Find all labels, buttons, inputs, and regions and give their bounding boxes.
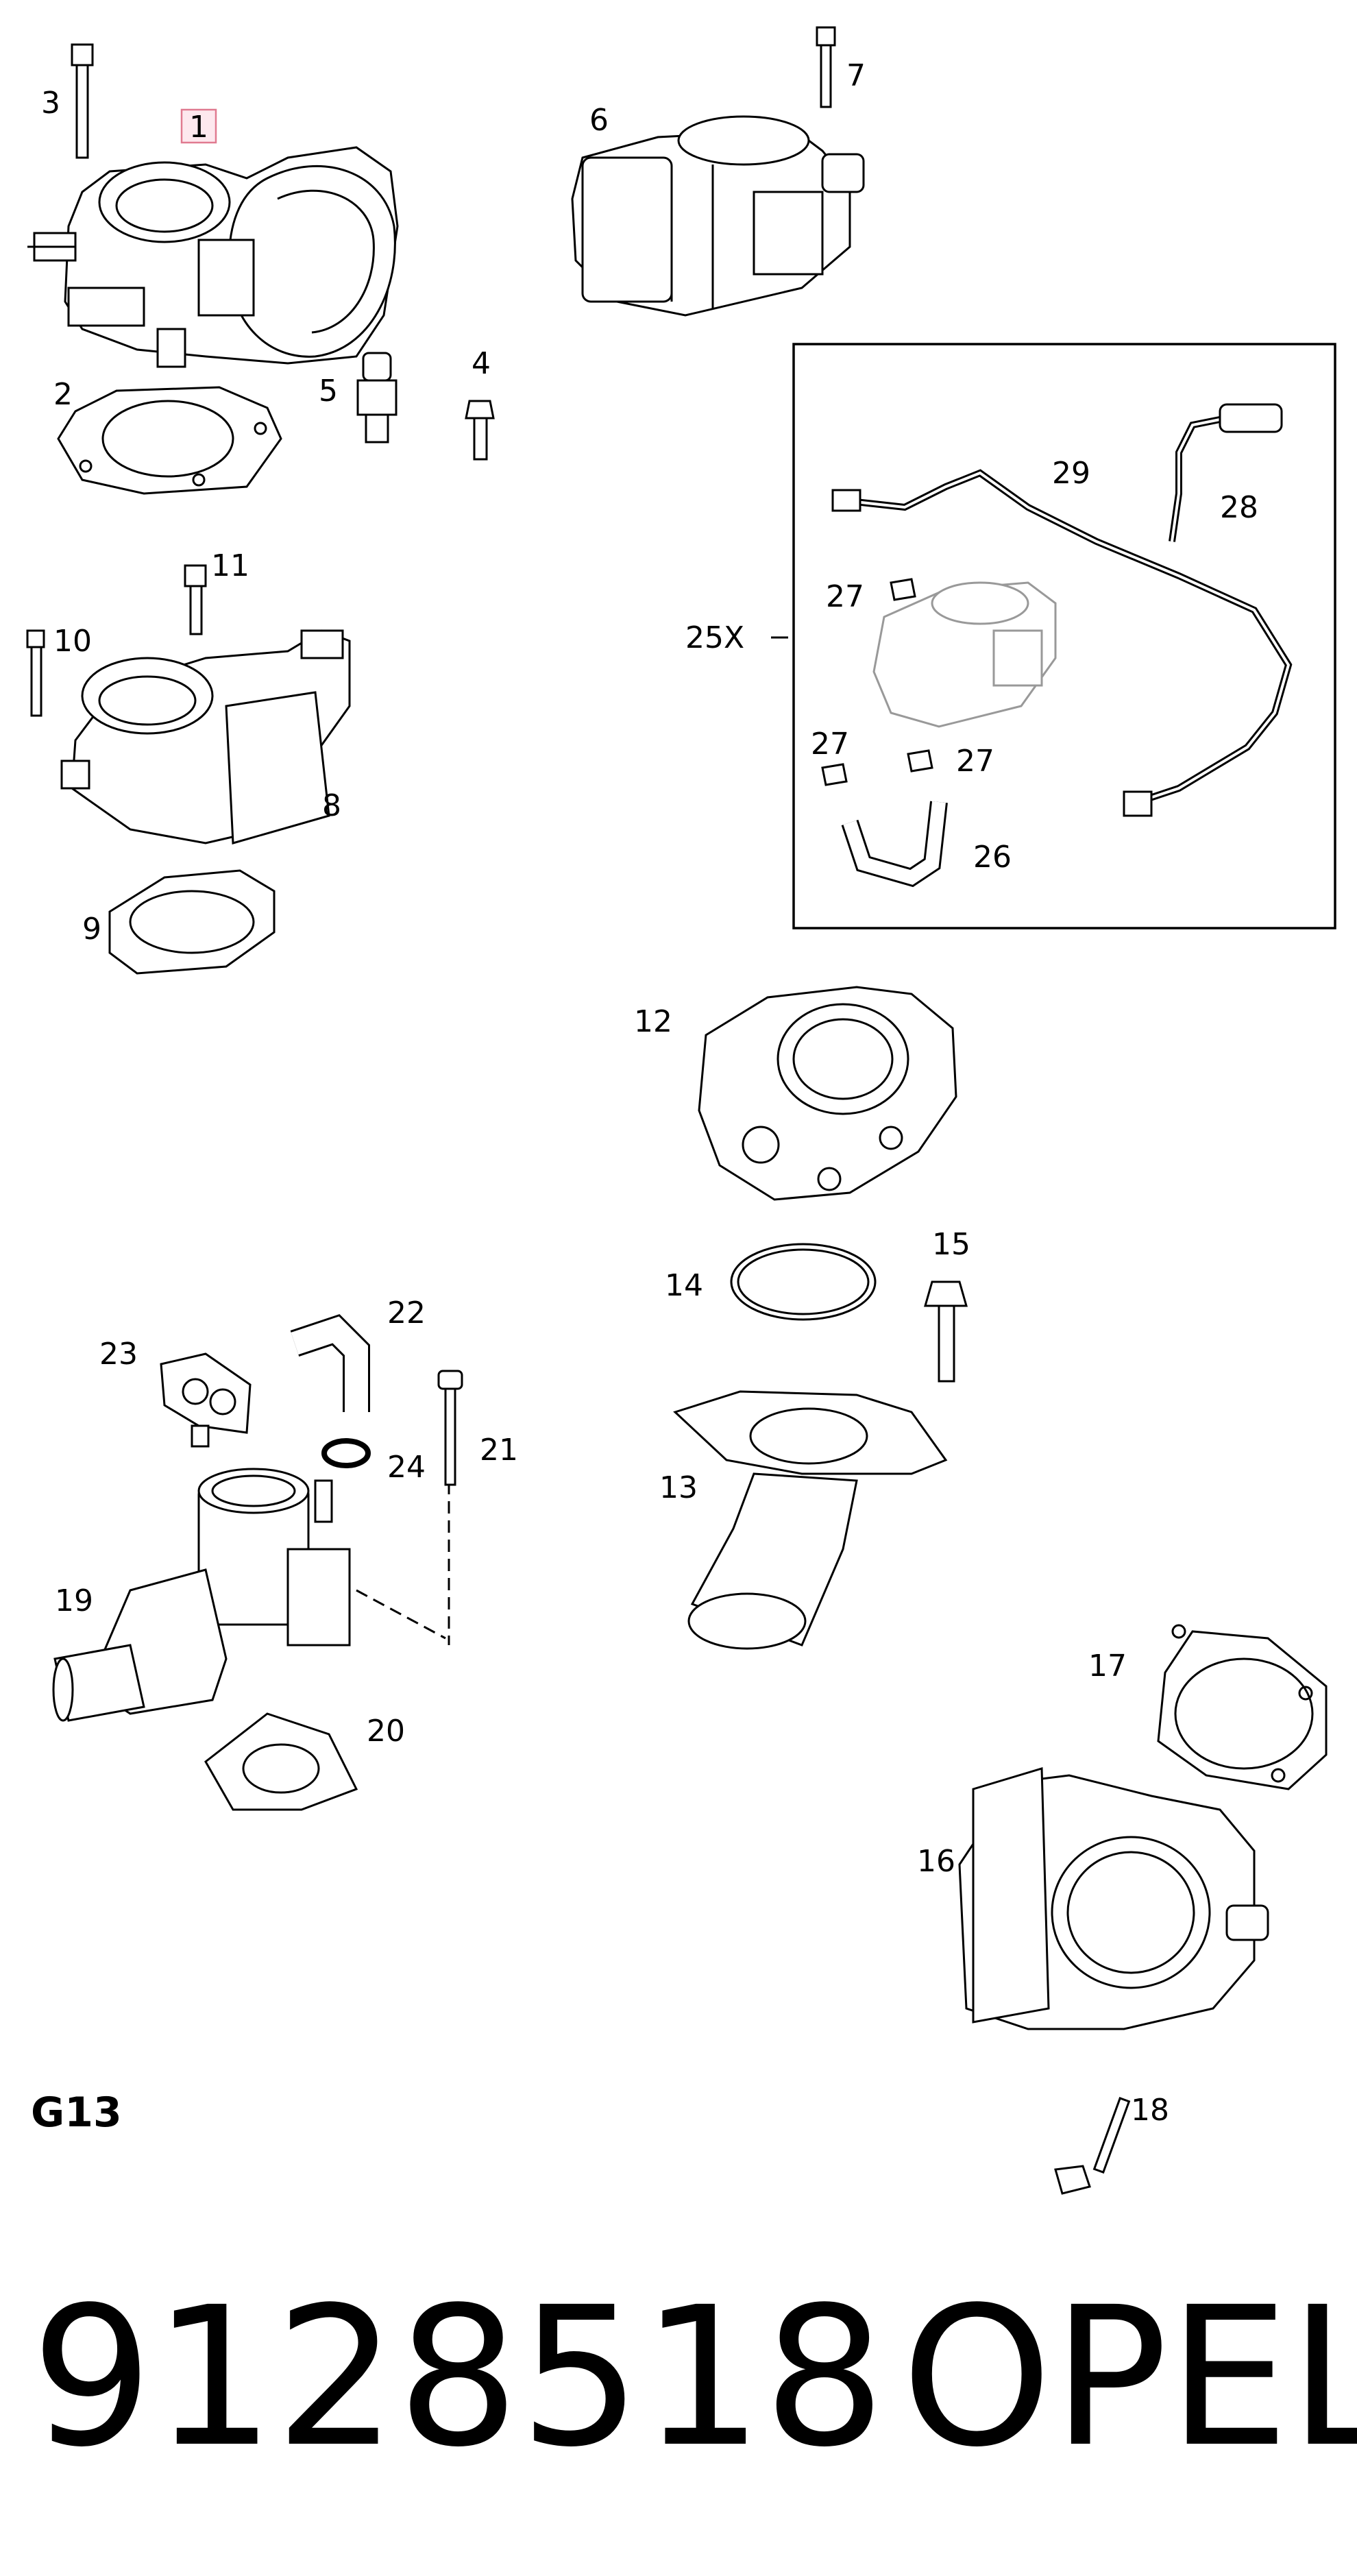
part-20-gasket[interactable] <box>204 1712 358 1811</box>
callout-20[interactable]: 20 <box>367 1714 405 1749</box>
section-label: G13 <box>31 2089 122 2137</box>
part-1-throttle-body[interactable] <box>27 146 399 368</box>
part-26-hose[interactable] <box>841 801 948 888</box>
part-13-adapter[interactable] <box>673 1390 948 1650</box>
callout-5[interactable]: 5 <box>319 374 338 409</box>
part-24-clamp[interactable] <box>321 1438 371 1468</box>
callout-10[interactable]: 10 <box>53 624 92 659</box>
callout-2[interactable]: 2 <box>53 377 73 412</box>
part-5-sensor[interactable] <box>356 352 398 443</box>
callout-15[interactable]: 15 <box>932 1227 970 1262</box>
callout-8[interactable]: 8 <box>322 788 341 823</box>
part-9-gasket[interactable] <box>108 869 276 975</box>
part-27-clip-a[interactable] <box>890 578 916 601</box>
part-2-gasket[interactable] <box>57 386 282 495</box>
callout-27b[interactable]: 27 <box>811 727 849 762</box>
part-25x-pump-ghost[interactable] <box>872 581 1057 728</box>
part-22-hose[interactable] <box>290 1314 370 1412</box>
callout-11[interactable]: 11 <box>211 548 249 583</box>
part-14-o-ring[interactable] <box>730 1243 877 1321</box>
callout-25x[interactable]: 25X <box>685 620 744 655</box>
part-28-hose[interactable] <box>1169 403 1283 542</box>
inset-box <box>792 343 1336 929</box>
part-number: 9128518 <box>31 2266 885 2490</box>
brand-name: OPEL <box>901 2266 1357 2490</box>
callout-13[interactable]: 13 <box>659 1470 698 1505</box>
part-3-bolt[interactable] <box>71 43 94 159</box>
part-19-throttle-body[interactable] <box>52 1468 351 1722</box>
callout-21[interactable]: 21 <box>480 1433 518 1468</box>
callout-27c[interactable]: 27 <box>956 744 994 779</box>
callout-16[interactable]: 16 <box>917 1844 955 1879</box>
callout-19[interactable]: 19 <box>55 1583 93 1618</box>
callout-9[interactable]: 9 <box>82 912 101 947</box>
part-27-clip-b[interactable] <box>821 763 848 786</box>
part-8-throttle-body[interactable] <box>60 629 351 845</box>
part-7-bolt[interactable] <box>816 26 836 108</box>
part-17-gasket[interactable] <box>1157 1624 1328 1790</box>
callout-28[interactable]: 28 <box>1220 490 1258 525</box>
callout-29[interactable]: 29 <box>1052 456 1090 491</box>
part-6-throttle-body[interactable] <box>571 115 865 317</box>
callout-27a[interactable]: 27 <box>826 579 864 614</box>
callout-7[interactable]: 7 <box>846 58 866 93</box>
part-10-bolt[interactable] <box>26 629 45 717</box>
part-27-clip-c[interactable] <box>907 749 933 773</box>
callout-26[interactable]: 26 <box>973 840 1012 875</box>
callout-19-assembly-lines <box>356 1405 450 1645</box>
callout-22[interactable]: 22 <box>387 1296 426 1330</box>
callout-12[interactable]: 12 <box>634 1004 672 1039</box>
callout-6[interactable]: 6 <box>589 103 609 138</box>
part-23-bracket[interactable] <box>160 1352 252 1448</box>
part-18-bolt[interactable] <box>1054 2097 1131 2195</box>
callout-3[interactable]: 3 <box>41 86 60 121</box>
callout-4[interactable]: 4 <box>472 346 491 381</box>
callout-18[interactable]: 18 <box>1131 2093 1169 2128</box>
part-16-throttle-body[interactable] <box>958 1767 1269 2030</box>
part-12-housing[interactable] <box>698 986 957 1201</box>
part-21-bolt[interactable] <box>437 1370 463 1486</box>
part-4-bolt[interactable] <box>465 400 495 461</box>
callout-1[interactable]: 1 <box>189 110 208 145</box>
part-15-bolt[interactable] <box>924 1280 968 1383</box>
part-29-pipe[interactable] <box>831 469 1293 817</box>
part-1-label-box <box>180 108 217 144</box>
part-11-bolt[interactable] <box>184 564 207 635</box>
callout-24[interactable]: 24 <box>387 1450 426 1485</box>
callout-23[interactable]: 23 <box>99 1337 138 1372</box>
callout-14[interactable]: 14 <box>665 1268 703 1303</box>
callout-17[interactable]: 17 <box>1088 1649 1127 1684</box>
